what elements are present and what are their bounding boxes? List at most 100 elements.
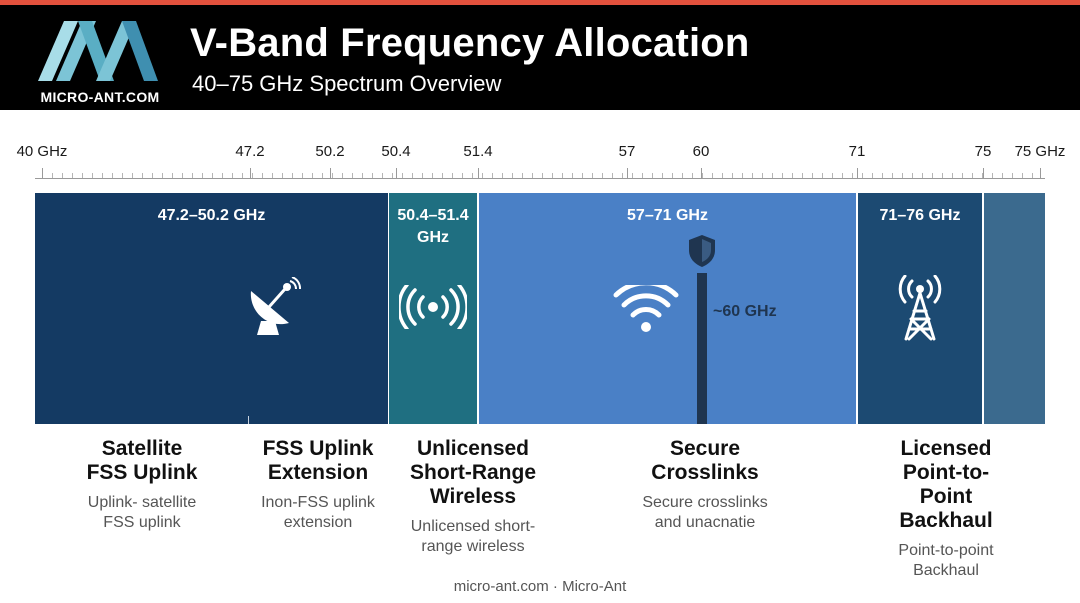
ruler-minor-tick	[492, 173, 493, 178]
ruler-minor-tick	[322, 173, 323, 178]
band-upper-edge	[984, 193, 1045, 424]
shield-icon	[689, 235, 715, 267]
ruler-minor-tick	[82, 173, 83, 178]
ruler-minor-tick	[502, 173, 503, 178]
ruler-minor-tick	[252, 173, 253, 178]
ruler-minor-tick	[312, 173, 313, 178]
ruler-label: 40 GHz	[16, 143, 68, 160]
ruler-minor-tick	[1002, 173, 1003, 178]
ruler-minor-tick	[92, 173, 93, 178]
ruler-minor-tick	[302, 173, 303, 178]
ruler-minor-tick	[832, 173, 833, 178]
ruler-minor-tick	[522, 173, 523, 178]
logo-mark-icon	[38, 21, 158, 81]
band-secure-crosslinks: 57–71 GHz	[479, 193, 856, 424]
band-label: 71–76 GHz	[879, 207, 961, 224]
category-title: Satellite FSS Uplink	[86, 437, 198, 484]
ruler-minor-tick	[152, 173, 153, 178]
ruler-label: 51.4	[463, 143, 493, 160]
ruler-minor-tick	[892, 173, 893, 178]
ruler-major-tick	[42, 168, 43, 178]
ruler-minor-tick	[342, 173, 343, 178]
ruler-minor-tick	[752, 173, 753, 178]
ruler-minor-tick	[812, 173, 813, 178]
top-accent-bar	[0, 0, 1080, 5]
ruler-minor-tick	[72, 173, 73, 178]
ruler-minor-tick	[962, 173, 963, 178]
ruler-minor-tick	[982, 173, 983, 178]
ruler-minor-tick	[462, 173, 463, 178]
category-secure-crosslinks: Secure Crosslinks Secure crosslinks and …	[642, 437, 767, 533]
ruler-minor-tick	[562, 173, 563, 178]
ruler-minor-tick	[652, 173, 653, 178]
category-fss-uplink-extension: FSS Uplink Extension Inon-FSS uplink ext…	[261, 437, 375, 533]
ruler-minor-tick	[122, 173, 123, 178]
ruler-minor-tick	[942, 173, 943, 178]
ruler-minor-tick	[442, 173, 443, 178]
ruler-minor-tick	[452, 173, 453, 178]
ruler-minor-tick	[512, 173, 513, 178]
60ghz-marker-label: ~60 GHz	[713, 303, 777, 320]
category-description: Uplink- satellite FSS uplink	[87, 494, 197, 531]
category-title: Unlicensed Short-Range Wireless	[410, 437, 536, 508]
ruler-minor-tick	[582, 173, 583, 178]
ruler-minor-tick	[272, 173, 273, 178]
ruler-major-tick	[627, 168, 628, 178]
wifi-icon	[613, 285, 679, 332]
ruler-minor-tick	[262, 173, 263, 178]
ruler-minor-tick	[782, 173, 783, 178]
ruler-minor-tick	[62, 173, 63, 178]
ruler-minor-tick	[172, 173, 173, 178]
ruler-minor-tick	[662, 173, 663, 178]
page-title: V-Band Frequency Allocation	[190, 21, 750, 65]
ruler-minor-tick	[282, 173, 283, 178]
ruler-minor-tick	[972, 173, 973, 178]
header: MICRO-ANT.COM V-Band Frequency Allocatio…	[0, 5, 1080, 110]
ruler-minor-tick	[372, 173, 373, 178]
category-title: FSS Uplink Extension	[262, 437, 374, 484]
category-licensed-backhaul: Licensed Point-to-Point Backhaul Point-t…	[879, 437, 1013, 581]
frequency-ruler: 40 GHz 47.2 50.2 50.4 51.4 57 60 71 75 7…	[0, 110, 1080, 190]
ruler-label: 75	[974, 143, 992, 160]
ruler-minor-tick	[842, 173, 843, 178]
ruler-minor-tick	[792, 173, 793, 178]
ruler-minor-tick	[542, 173, 543, 178]
wireless-broadcast-icon	[399, 285, 467, 329]
ruler-minor-tick	[472, 173, 473, 178]
ruler-minor-tick	[142, 173, 143, 178]
ruler-minor-tick	[112, 173, 113, 178]
ruler-minor-tick	[742, 173, 743, 178]
ruler-minor-tick	[882, 173, 883, 178]
ruler-minor-tick	[132, 173, 133, 178]
ruler-minor-tick	[922, 173, 923, 178]
band-label: 47.2–50.2 GHz	[157, 207, 266, 224]
logo-text: MICRO-ANT.COM	[40, 89, 160, 105]
band-unlicensed: 50.4–51.4 GHz	[389, 193, 477, 424]
ruler-minor-tick	[762, 173, 763, 178]
ruler-major-tick	[330, 168, 331, 178]
ruler-minor-tick	[602, 173, 603, 178]
ruler-minor-tick	[702, 173, 703, 178]
ruler-major-tick	[857, 168, 858, 178]
ruler-minor-tick	[572, 173, 573, 178]
ruler-label: 50.2	[315, 143, 345, 160]
ruler-minor-tick	[642, 173, 643, 178]
ruler-minor-tick	[242, 173, 243, 178]
ruler-minor-tick	[412, 173, 413, 178]
ruler-minor-tick	[352, 173, 353, 178]
ruler-major-tick	[478, 168, 479, 178]
ruler-minor-tick	[952, 173, 953, 178]
ruler-baseline	[35, 178, 1045, 179]
footer-credit: micro-ant.com · Micro-Ant	[453, 578, 627, 595]
ruler-minor-tick	[1032, 173, 1033, 178]
ruler-label: 50.4	[381, 143, 411, 160]
category-title: Licensed Point-to-Point Backhaul	[899, 437, 993, 532]
ruler-minor-tick	[822, 173, 823, 178]
ruler-major-tick	[701, 168, 702, 178]
ruler-label: 60	[692, 143, 710, 160]
category-description: Unlicensed short- range wireless	[410, 518, 536, 555]
ruler-minor-tick	[712, 173, 713, 178]
ruler-minor-tick	[1012, 173, 1013, 178]
ruler-minor-tick	[622, 173, 623, 178]
ruler-minor-tick	[862, 173, 863, 178]
